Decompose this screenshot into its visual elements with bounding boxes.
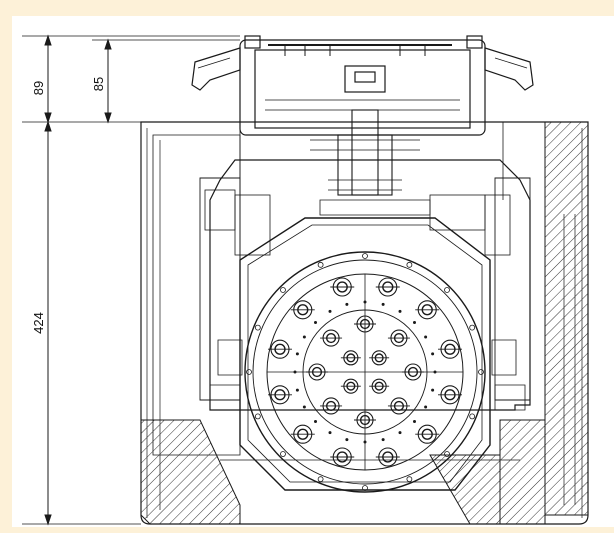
wheel-dot bbox=[431, 388, 435, 392]
wheel-dot bbox=[345, 438, 349, 442]
rim-bolt bbox=[362, 253, 368, 259]
rim-bolt bbox=[254, 324, 261, 331]
wheel-dot bbox=[363, 300, 367, 304]
wheel-dot bbox=[302, 335, 306, 339]
dimension-labels: 89 85 424 bbox=[31, 77, 106, 334]
neck-column bbox=[310, 109, 420, 196]
wheel-dot bbox=[398, 309, 402, 313]
rim-bolt bbox=[280, 451, 286, 457]
wheel-dot bbox=[363, 440, 367, 444]
wheel-dot bbox=[293, 370, 297, 374]
hatched-sections bbox=[140, 121, 589, 525]
wheel-dot bbox=[412, 419, 416, 423]
wheel-dot bbox=[328, 309, 332, 313]
top-margin-band bbox=[0, 0, 614, 16]
wheel-dot bbox=[314, 321, 318, 325]
wheel-dot bbox=[398, 431, 402, 435]
wheel-dot bbox=[424, 335, 428, 339]
rim-bolt bbox=[406, 261, 413, 268]
dimension-424: 424 bbox=[31, 312, 46, 334]
wheel-dot bbox=[431, 352, 435, 356]
wheel-dot bbox=[302, 405, 306, 409]
gobo-housing bbox=[239, 217, 491, 491]
rim-bolt bbox=[406, 476, 413, 483]
dimension-lines bbox=[22, 34, 240, 526]
wheel-dot bbox=[412, 321, 416, 325]
wheel-inner-rim bbox=[252, 259, 478, 485]
wheel-dot bbox=[295, 388, 299, 392]
wheel-dot bbox=[295, 352, 299, 356]
rim-bolt bbox=[469, 413, 476, 420]
wheel-dot bbox=[381, 438, 385, 442]
wheel-dot bbox=[381, 302, 385, 306]
rim-bolt bbox=[444, 451, 450, 457]
rim-bolt bbox=[362, 485, 368, 491]
wheel-dot bbox=[424, 405, 428, 409]
wheel-dot bbox=[433, 370, 437, 374]
rim-bolt bbox=[254, 413, 261, 420]
rim-bolt bbox=[317, 261, 324, 268]
wheel-dot bbox=[314, 419, 318, 423]
bottom-margin-band bbox=[0, 527, 614, 533]
wheel-dot bbox=[345, 302, 349, 306]
rim-bolt bbox=[280, 287, 286, 293]
rim-bolt bbox=[478, 369, 484, 375]
rim-bolt bbox=[469, 324, 476, 331]
top-yoke bbox=[191, 35, 534, 136]
rim-bolt bbox=[444, 287, 450, 293]
gobo-wheel bbox=[244, 251, 486, 493]
dimension-85: 85 bbox=[91, 77, 106, 91]
left-margin-band bbox=[0, 0, 12, 533]
dimension-89: 89 bbox=[31, 81, 46, 95]
wheel-outer-rim bbox=[244, 251, 486, 493]
wheel-dot bbox=[328, 431, 332, 435]
rim-bolt bbox=[317, 476, 324, 483]
rim-bolt bbox=[246, 369, 252, 375]
